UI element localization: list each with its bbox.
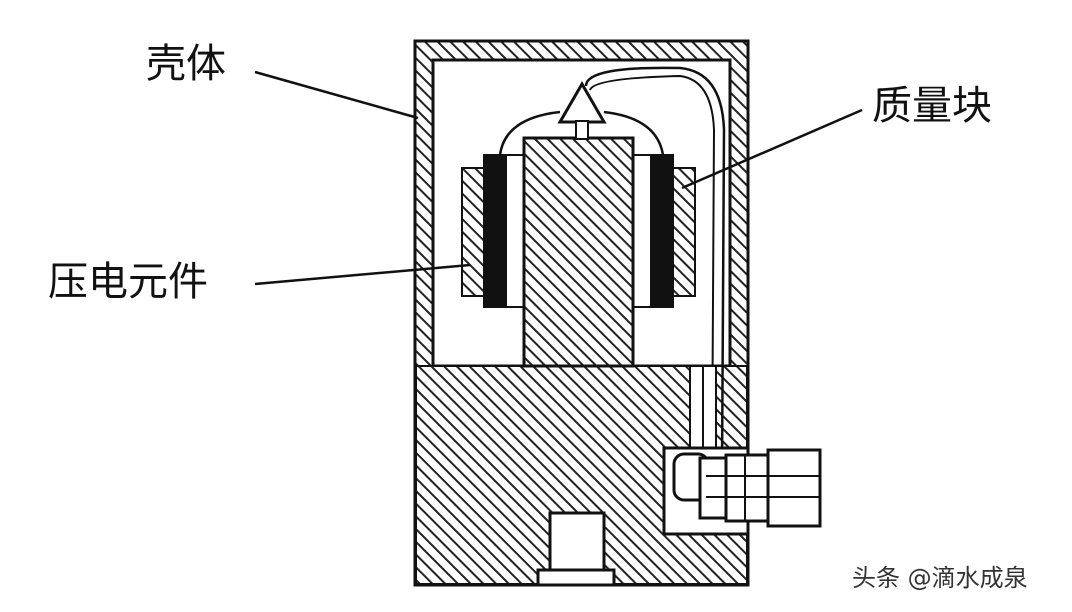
watermark: 头条 @滴水成泉 xyxy=(852,564,1028,592)
wire-left xyxy=(498,110,561,156)
signal-wire-inner xyxy=(589,74,716,471)
piezo-right-black xyxy=(650,154,674,308)
wire-right xyxy=(603,110,665,156)
mount-base xyxy=(536,568,616,587)
leader-mass-block xyxy=(681,108,863,190)
piezo-right-inner xyxy=(632,154,652,308)
label-mass-block: 质量块 xyxy=(872,83,992,129)
mount-hole xyxy=(548,511,606,573)
piezo-left-inner xyxy=(505,154,525,308)
piezo-left-outer xyxy=(461,167,485,297)
label-piezo-element: 压电元件 xyxy=(48,259,208,305)
connector-plug xyxy=(766,448,822,528)
connector-nut xyxy=(698,456,728,520)
mass-post xyxy=(522,136,635,368)
label-housing: 壳体 xyxy=(146,41,226,87)
arrow-stem xyxy=(575,120,589,140)
connector-body xyxy=(724,453,770,523)
signal-wire-outer xyxy=(584,66,726,471)
piezo-right-outer xyxy=(672,167,696,297)
leader-piezo xyxy=(254,263,471,286)
piezo-left-black xyxy=(483,154,507,308)
leader-housing xyxy=(254,70,419,120)
